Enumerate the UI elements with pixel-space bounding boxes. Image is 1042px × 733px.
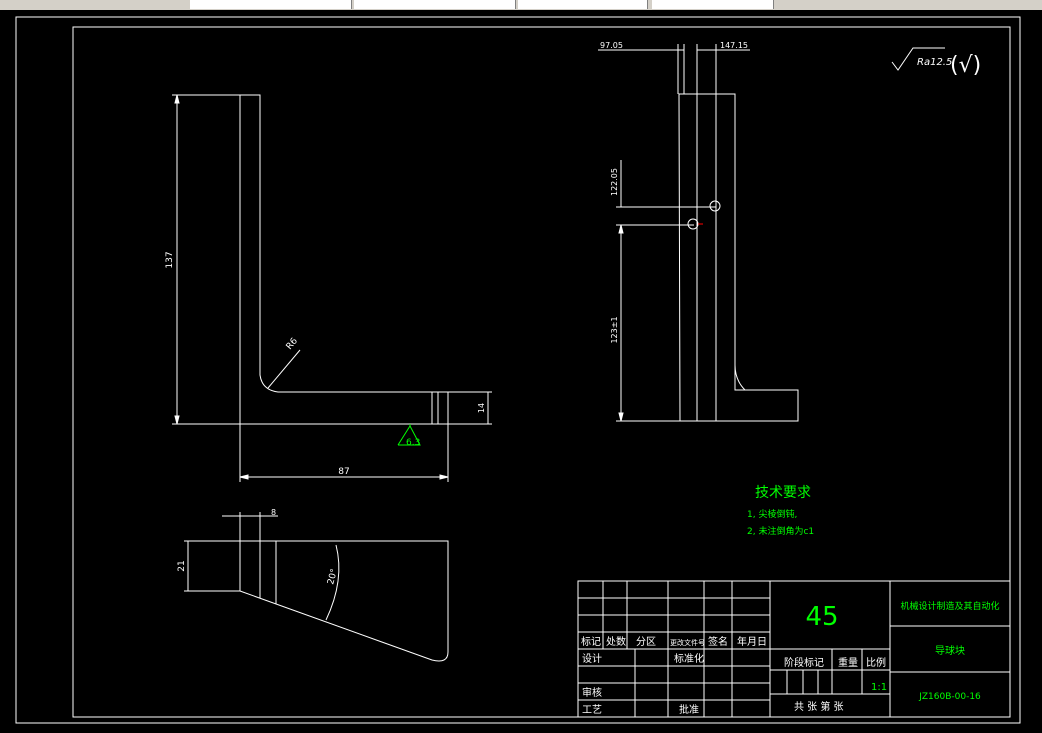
outer-frame	[15, 16, 1021, 724]
tb-label-zone: 分区	[636, 636, 656, 648]
tb-label-mark: 标记	[581, 636, 601, 648]
hole-upper	[709, 200, 721, 212]
toolbar-tab[interactable]	[652, 0, 774, 9]
front-thickness-dim: 14	[477, 403, 486, 413]
tb-label-design: 设计	[582, 652, 602, 665]
tech-req-item-2: 2, 未注倒角为c1	[747, 525, 814, 537]
top-height-dim: 21	[177, 560, 187, 571]
tb-label-date: 年月日	[737, 635, 767, 648]
side-bottom-height-dim: 123±1	[610, 316, 619, 343]
title-block	[577, 580, 1011, 718]
tb-label-signature: 签名	[708, 635, 728, 648]
roughness-value: Ra12.5	[917, 57, 952, 68]
tb-scale: 1:1	[871, 682, 887, 693]
tech-req-item-1: 1, 尖棱倒钝,	[747, 508, 797, 520]
roughness-other-symbol: (√)	[950, 53, 981, 78]
inner-frame	[72, 26, 1011, 718]
top-angle-dim: 20°	[326, 568, 340, 586]
tb-label-count: 处数	[606, 635, 626, 648]
side-top-right-dim: 147.15	[720, 41, 748, 50]
weld-symbol-value: 6.3	[406, 438, 420, 448]
tb-label-change-doc: 更改文件号	[670, 638, 705, 647]
tb-label-standardize: 标准化	[674, 652, 704, 665]
cad-drawing: Ra12.5 (√) 137 R6 14 87 6.3	[0, 10, 1042, 733]
side-hole-spacing-dim: 122.05	[610, 168, 619, 196]
top-offset-dim: 8	[271, 508, 276, 517]
tb-label-stage-mark: 阶段标记	[784, 656, 824, 669]
toolbar-tab[interactable]	[518, 0, 648, 9]
roughness-symbol: Ra12.5 (√)	[891, 47, 981, 78]
toolbar-tab[interactable]	[190, 0, 352, 9]
tb-label-weight: 重量	[838, 656, 858, 669]
toolbar-tab[interactable]	[354, 0, 516, 9]
tb-material: 45	[805, 602, 838, 632]
side-view	[598, 44, 799, 422]
tb-drawing-no: JZ160B-00-16	[918, 692, 981, 702]
tb-label-approve: 批准	[679, 703, 699, 716]
front-height-dim: 137	[165, 251, 175, 268]
tb-label-check: 审核	[582, 686, 602, 699]
tb-school: 机械设计制造及其自动化	[900, 600, 999, 612]
tb-label-sheets: 共 张 第 张	[794, 700, 844, 713]
tb-label-process: 工艺	[582, 704, 602, 716]
front-width-dim: 87	[338, 467, 349, 477]
weld-symbol	[397, 424, 421, 446]
side-top-left-dim: 97.05	[600, 41, 623, 50]
tb-part-name: 导球块	[935, 644, 965, 657]
tech-req-title: 技术要求	[755, 485, 811, 501]
top-view	[184, 512, 449, 662]
front-view	[172, 94, 492, 482]
tb-label-ratio: 比例	[866, 656, 886, 669]
